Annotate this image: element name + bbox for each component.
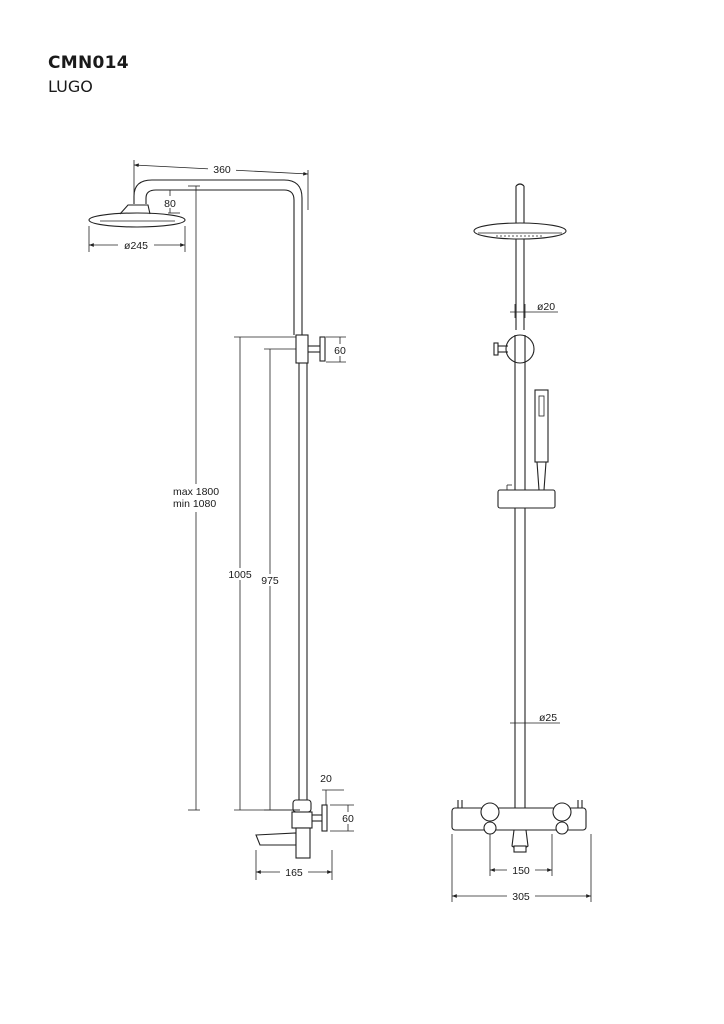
dim-head-diameter: ø245: [88, 226, 186, 252]
label-height-max: max 1800: [173, 486, 219, 498]
front-diverter: [493, 334, 535, 365]
label-lower-pipe: ø25: [539, 712, 557, 724]
label-mixer-width: 305: [512, 891, 530, 903]
side-mixer-body: [255, 799, 328, 859]
front-shower-head: [473, 222, 567, 240]
product-name: LUGO: [48, 77, 93, 96]
dim-lower-pipe: ø25: [510, 712, 560, 730]
model-code: CMN014: [48, 53, 129, 73]
dim-overall-height: max 1800 min 1080: [170, 185, 226, 811]
front-view: ø20 ø25 150 305: [451, 183, 592, 903]
dim-inlet-spacing: 150: [489, 834, 553, 877]
dim-spout-depth: 165: [255, 850, 333, 880]
label-height-975: 975: [261, 575, 279, 587]
side-view: 360 80 ø245 max 1800 min 1080: [88, 160, 358, 880]
label-top-valve: 60: [334, 345, 346, 357]
side-top-valve: [308, 336, 326, 362]
side-shower-head: [88, 204, 186, 228]
label-height-1005: 1005: [228, 569, 252, 581]
dim-upper-pipe: ø20: [510, 301, 558, 318]
dim-top-valve: 60: [326, 336, 350, 363]
label-height-min: min 1080: [173, 498, 216, 510]
dim-height-975: 975: [258, 348, 300, 811]
dim-bottom-valve: 60: [330, 804, 358, 832]
label-head-drop: 80: [164, 198, 176, 210]
label-head-diameter: ø245: [124, 240, 148, 252]
title-block: CMN014 LUGO: [48, 52, 129, 98]
dim-height-1005: 1005: [226, 336, 300, 811]
dim-spout-offset: 20: [320, 773, 344, 805]
label-spout-depth: 165: [285, 867, 303, 879]
label-arm-reach: 360: [213, 164, 231, 176]
label-upper-pipe: ø20: [537, 301, 555, 313]
side-riser-pipe: [133, 179, 309, 800]
label-bottom-valve: 60: [342, 813, 354, 825]
dim-mixer-width: 305: [451, 834, 592, 903]
dim-arm-reach: 360: [133, 160, 309, 210]
front-riser-pipe: [514, 183, 526, 808]
front-hand-shower: [497, 389, 556, 509]
dim-head-drop: 80: [160, 189, 180, 214]
label-inlet-spacing: 150: [512, 865, 530, 877]
front-mixer-body: [451, 800, 587, 853]
label-spout-offset: 20: [320, 773, 332, 785]
